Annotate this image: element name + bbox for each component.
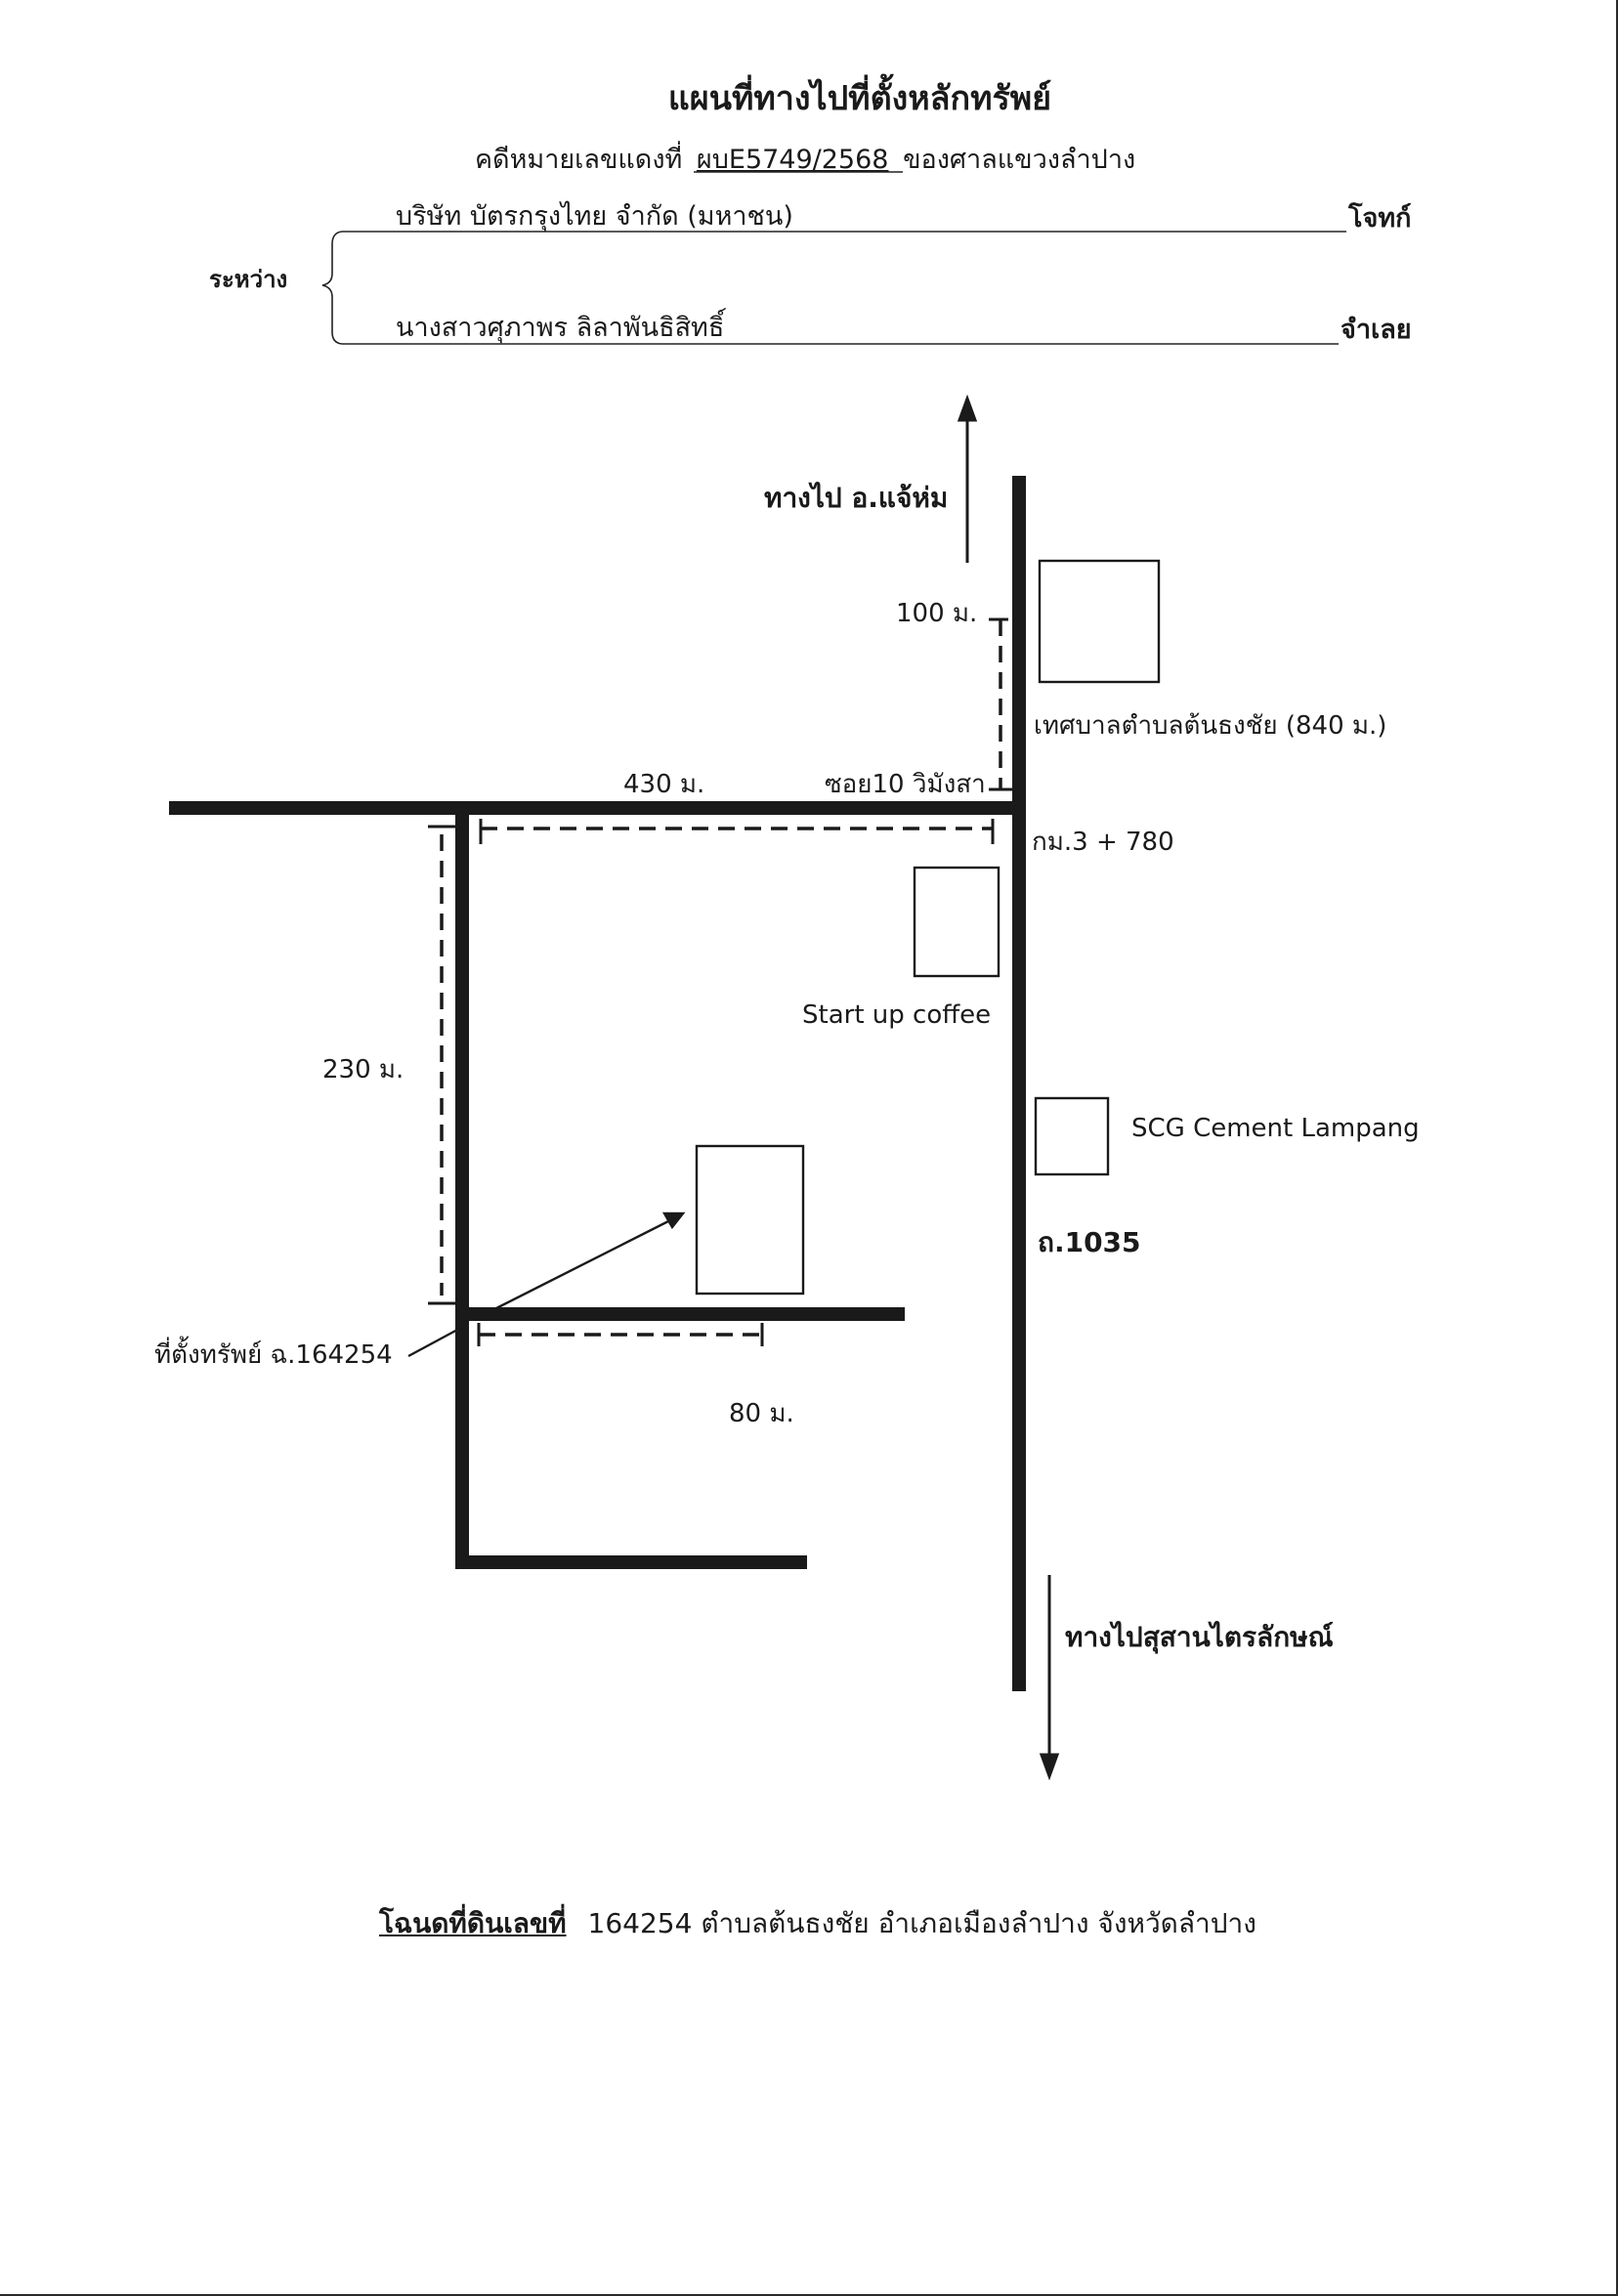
highway-label: ถ.1035 xyxy=(1038,1226,1141,1258)
plaintiff-role: โจทก์ xyxy=(1348,203,1412,234)
property-label: ที่ตั้งทรัพย์ ฉ.164254 xyxy=(154,1340,393,1370)
south-direction-label: ทางไปสุสานไตรลักษณ์ xyxy=(1065,1621,1334,1653)
case-number: ผบE5749/2568 xyxy=(696,145,889,175)
dist-80m-label: 80 ม. xyxy=(729,1399,794,1428)
defendant-name: นางสาวศุภาพร ลิลาพันธิสิทธิ์ xyxy=(396,313,725,343)
party-brace xyxy=(321,231,343,345)
dist-430m-label: 430 ม. xyxy=(623,770,705,799)
north-direction-label: ทางไป อ.แจ้ห่ม xyxy=(764,482,949,514)
defendant-role: จำเลย xyxy=(1341,315,1412,345)
property-parcel xyxy=(695,1144,805,1296)
page-title: แผนที่ทางไปที่ตั้งหลักทรัพย์ xyxy=(667,79,1052,118)
soi-label: ซอย10 วิมังสา xyxy=(825,770,986,799)
party-lines xyxy=(321,171,1346,345)
south-arrow-head xyxy=(1039,1753,1060,1781)
dist-230m-label: 230 ม. xyxy=(322,1055,404,1084)
property-pointer-arrow xyxy=(493,1217,673,1311)
deed-label: โฉนดที่ดินเลขที่ xyxy=(379,1907,567,1939)
between-label: ระหว่าง xyxy=(209,266,288,293)
highway-1035 xyxy=(1012,476,1026,1691)
cafe-building xyxy=(913,866,1001,978)
case-suffix: ของศาลแขวงลำปาง xyxy=(903,145,1136,175)
property-access-road xyxy=(469,1307,905,1321)
property-pointer-head xyxy=(661,1212,686,1230)
side-road-vertical xyxy=(455,807,469,1569)
km-marker-label: กม.3 + 780 xyxy=(1032,828,1174,857)
property-label-leader xyxy=(407,1327,460,1358)
soi-10-road xyxy=(169,801,1017,815)
case-number-line: คดีหมายเลขแดงที่ ผบE5749/2568 ของศาลแขวง… xyxy=(475,147,1135,173)
plaintiff-name: บริษัท บัตรกรุงไทย จำกัด (มหาชน) xyxy=(396,201,793,232)
scg-label: SCG Cement Lampang xyxy=(1131,1114,1420,1143)
case-prefix: คดีหมายเลขแดงที่ xyxy=(475,145,683,175)
bottom-road xyxy=(455,1555,807,1569)
cafe-label: Start up coffee xyxy=(802,1000,992,1030)
municipality-label: เทศบาลตำบลต้นธงชัย (840 ม.) xyxy=(1034,711,1387,741)
north-arrow-head xyxy=(957,394,978,422)
dist-100m-label: 100 ม. xyxy=(896,599,978,628)
title-deed-line: โฉนดที่ดินเลขที่ 164254 ตำบลต้นธงชัย อำเภ… xyxy=(379,1910,1256,1937)
municipality-building xyxy=(1038,559,1161,684)
deed-text: 164254 ตำบลต้นธงชัย อำเภอเมืองลำปาง จังห… xyxy=(587,1907,1256,1939)
scg-building xyxy=(1034,1096,1110,1176)
